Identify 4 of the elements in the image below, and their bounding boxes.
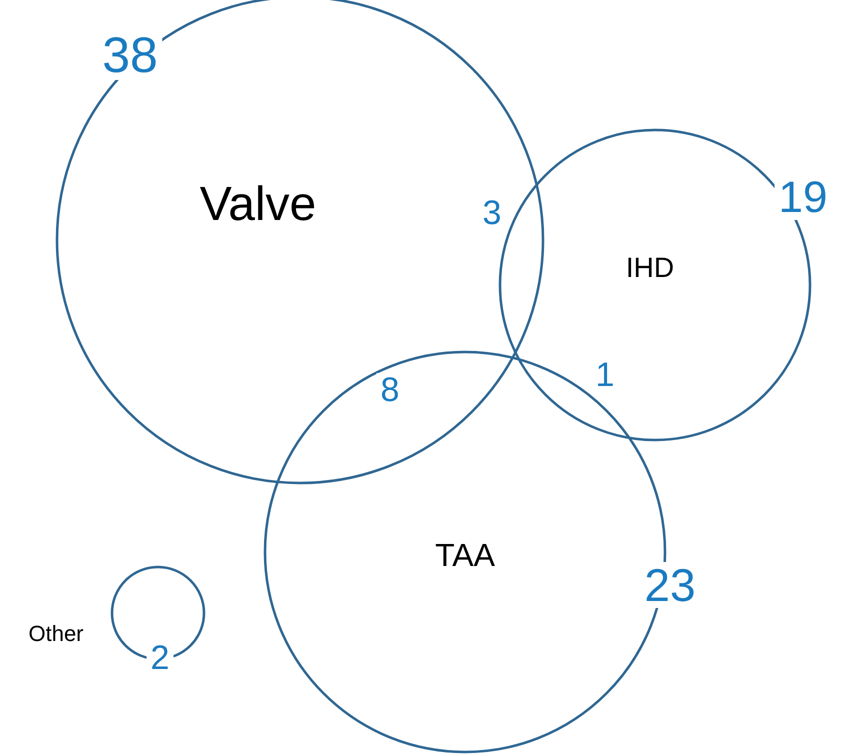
set-label: Other: [28, 623, 84, 645]
set-label: IHD: [626, 254, 674, 282]
set-label: Valve: [200, 181, 316, 229]
set-label: TAA: [435, 539, 495, 571]
